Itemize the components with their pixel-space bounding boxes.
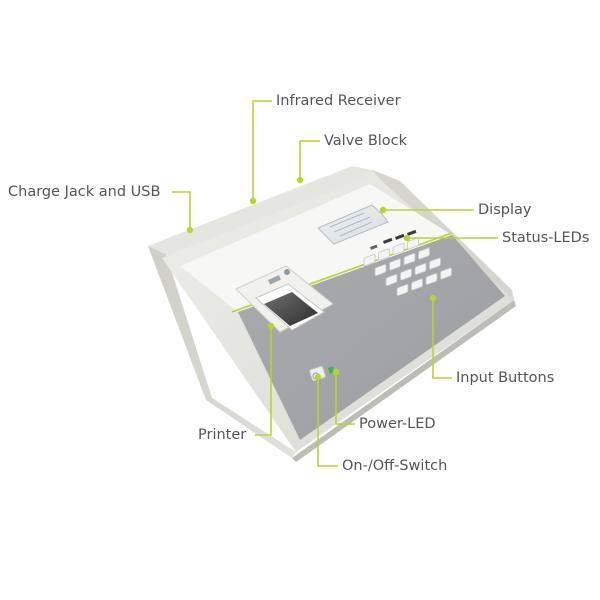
label-printer: Printer [198,427,247,443]
keypad-key [385,274,398,286]
label-display: Display [478,202,532,218]
power-switch-area [309,365,335,382]
label-charge-jack-usb: Charge Jack and USB [8,184,161,200]
control-panel [238,235,505,440]
label-status-leds: Status-LEDs [502,230,590,246]
keypad [363,237,452,296]
keypad-key [403,253,416,265]
keypad-key [414,263,427,275]
keypad-key [378,248,390,261]
keypad-key [429,257,441,270]
housing-left-side [148,241,296,458]
label-input-buttons: Input Buttons [456,370,555,386]
label-on-off-switch: On-/Off-Switch [342,458,448,474]
keypad-key [363,254,376,266]
keypad-key [440,267,452,280]
label-infrared-receiver: Infrared Receiver [276,93,401,109]
display-screen [317,204,389,245]
keypad-key [418,247,430,260]
keypad-key [400,268,412,281]
keypad-key [396,284,409,296]
keypad-key [392,243,405,255]
keypad-key [374,264,387,276]
status-led-indicators [370,229,417,250]
label-valve-block: Valve Block [324,133,408,149]
keypad-key [407,237,419,250]
housing-right-front [292,300,516,462]
keypad-key [425,273,438,285]
leader-dots [186,176,437,381]
label-power-led: Power-LED [359,416,436,432]
leader-lines [172,100,498,467]
printer-unit [235,265,334,333]
keypad-key [389,258,401,271]
keypad-key [411,278,423,291]
